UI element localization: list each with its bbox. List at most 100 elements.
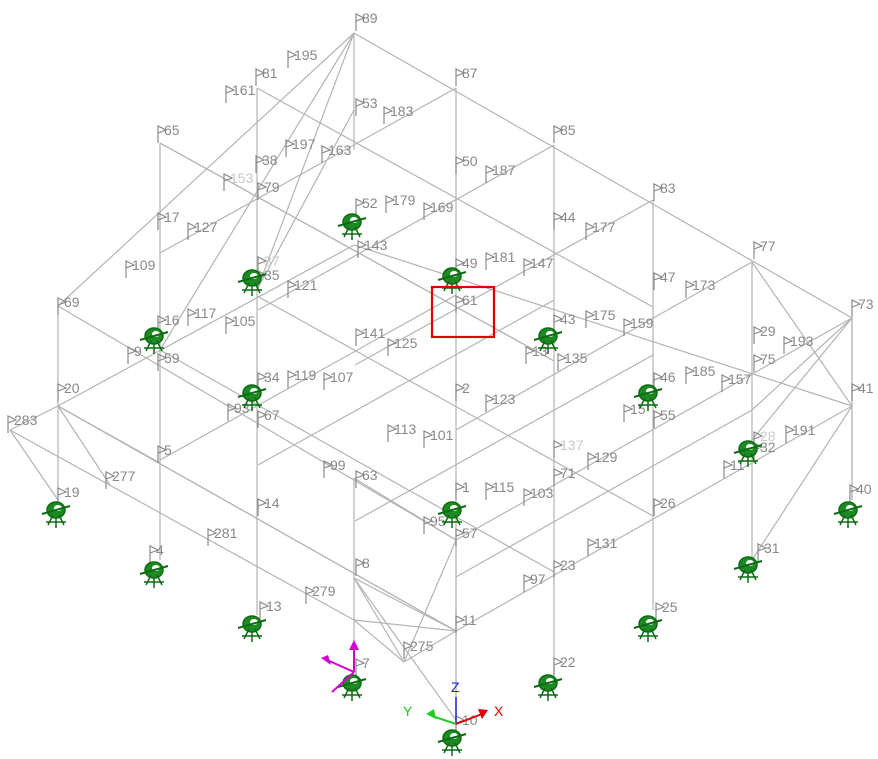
frame-member[interactable] bbox=[256, 109, 355, 291]
node-label[interactable]: 105 bbox=[232, 313, 256, 329]
node-label[interactable]: 9 bbox=[134, 343, 142, 359]
node-label[interactable]: 46 bbox=[660, 369, 676, 385]
fixed-support[interactable] bbox=[833, 501, 863, 528]
node-label[interactable]: 127 bbox=[194, 219, 218, 235]
frame-members[interactable] bbox=[9, 32, 853, 721]
frame-member[interactable] bbox=[751, 405, 853, 561]
node-label[interactable]: 195 bbox=[294, 47, 318, 63]
frame-member[interactable] bbox=[353, 577, 457, 632]
node-label[interactable]: 115 bbox=[492, 479, 515, 495]
frame-member[interactable] bbox=[353, 244, 853, 407]
frame-member[interactable] bbox=[159, 87, 457, 254]
node-label[interactable]: 275 bbox=[410, 638, 434, 654]
node-label[interactable]: 41 bbox=[858, 380, 874, 396]
node-label[interactable]: 193 bbox=[790, 333, 814, 349]
fixed-support[interactable] bbox=[337, 213, 367, 240]
node-label[interactable]: 131 bbox=[594, 535, 618, 551]
frame-member[interactable] bbox=[455, 405, 853, 632]
node-label[interactable]: 1 bbox=[462, 479, 470, 495]
frame-member[interactable] bbox=[256, 87, 654, 308]
node-label[interactable]: 75 bbox=[760, 351, 776, 367]
node-label[interactable]: 179 bbox=[392, 192, 416, 208]
node-label[interactable]: 143 bbox=[364, 237, 388, 253]
node-label[interactable]: 277 bbox=[112, 468, 136, 484]
node-label[interactable]: 25 bbox=[662, 599, 678, 615]
node-label[interactable]: 35 bbox=[264, 267, 280, 283]
fixed-support[interactable] bbox=[237, 384, 267, 411]
node-label[interactable]: 113 bbox=[394, 421, 417, 437]
node-label[interactable]: 19 bbox=[64, 484, 80, 500]
frame-member[interactable] bbox=[353, 619, 457, 632]
fixed-support[interactable] bbox=[337, 674, 367, 701]
node-label[interactable]: 103 bbox=[530, 485, 554, 501]
fixed-support[interactable] bbox=[633, 384, 663, 411]
frame-member[interactable] bbox=[159, 294, 457, 461]
node-label[interactable]: 59 bbox=[164, 350, 180, 366]
frame-member[interactable] bbox=[57, 405, 111, 486]
frame-member[interactable] bbox=[57, 32, 355, 307]
node-label[interactable]: 17 bbox=[164, 209, 180, 225]
node-label[interactable]: 281 bbox=[214, 525, 238, 541]
node-label[interactable]: 34 bbox=[264, 369, 280, 385]
node-label[interactable]: 13 bbox=[532, 343, 548, 359]
fixed-support[interactable] bbox=[733, 440, 763, 467]
node-label[interactable]: 55 bbox=[660, 407, 676, 423]
frame-member[interactable] bbox=[353, 619, 405, 663]
frame-member[interactable] bbox=[403, 539, 457, 663]
node-label[interactable]: 187 bbox=[492, 162, 516, 178]
node-label[interactable]: 147 bbox=[530, 255, 554, 271]
frame-member[interactable] bbox=[9, 405, 59, 431]
node-label[interactable]: 85 bbox=[560, 122, 576, 138]
node-label[interactable]: 161 bbox=[232, 82, 256, 98]
node-label[interactable]: 87 bbox=[462, 65, 478, 81]
node-label[interactable]: 169 bbox=[430, 199, 454, 215]
frame-member[interactable] bbox=[256, 295, 654, 517]
node-label[interactable]: 191 bbox=[792, 422, 816, 438]
node-label[interactable]: 50 bbox=[462, 153, 478, 169]
fixed-support[interactable] bbox=[533, 674, 563, 701]
frame-member[interactable] bbox=[57, 405, 161, 464]
node-label[interactable]: 283 bbox=[14, 412, 38, 428]
node-label[interactable]: 43 bbox=[560, 311, 576, 327]
frame-member[interactable] bbox=[751, 261, 853, 407]
frame-member[interactable] bbox=[256, 32, 355, 291]
fixed-support[interactable] bbox=[237, 615, 267, 642]
node-label[interactable]: 52 bbox=[362, 195, 378, 211]
support-symbols[interactable] bbox=[41, 213, 863, 756]
node-label[interactable]: 37 bbox=[264, 253, 280, 269]
node-label[interactable]: 7 bbox=[362, 655, 370, 671]
frame-member[interactable] bbox=[353, 477, 457, 541]
node-label[interactable]: 125 bbox=[394, 335, 418, 351]
node-label[interactable]: 135 bbox=[564, 350, 588, 366]
node-label[interactable]: 79 bbox=[264, 179, 280, 195]
node-label[interactable]: 119 bbox=[294, 367, 317, 383]
node-label[interactable]: 175 bbox=[592, 307, 616, 323]
node-label[interactable]: 77 bbox=[760, 238, 776, 254]
frame-member[interactable] bbox=[354, 199, 654, 366]
node-label[interactable]: 121 bbox=[294, 277, 318, 293]
node-label[interactable]: 23 bbox=[560, 557, 576, 573]
node-label[interactable]: 22 bbox=[560, 654, 576, 670]
node-label[interactable]: 49 bbox=[462, 255, 478, 271]
fixed-support[interactable] bbox=[437, 267, 467, 294]
node-label[interactable]: 117 bbox=[194, 305, 217, 321]
fixed-support[interactable] bbox=[139, 327, 169, 354]
fixed-support[interactable] bbox=[633, 615, 663, 642]
node-label[interactable]: 137 bbox=[560, 437, 584, 453]
node-label[interactable]: 65 bbox=[164, 122, 180, 138]
node-label[interactable]: 71 bbox=[560, 465, 576, 481]
fixed-support[interactable] bbox=[237, 269, 267, 296]
frame-member[interactable] bbox=[159, 349, 555, 573]
frame-member[interactable] bbox=[403, 630, 457, 663]
node-label[interactable]: 4 bbox=[156, 542, 164, 558]
fixed-support[interactable] bbox=[437, 501, 467, 528]
frame-member[interactable] bbox=[353, 32, 853, 319]
node-label[interactable]: 123 bbox=[492, 391, 516, 407]
node-label[interactable]: 89 bbox=[362, 10, 378, 26]
node-label[interactable]: 47 bbox=[660, 269, 676, 285]
node-label[interactable]: 2 bbox=[462, 380, 470, 396]
node-label[interactable]: 67 bbox=[264, 407, 280, 423]
node-label[interactable]: 31 bbox=[764, 540, 780, 556]
node-label[interactable]: 101 bbox=[430, 427, 454, 443]
